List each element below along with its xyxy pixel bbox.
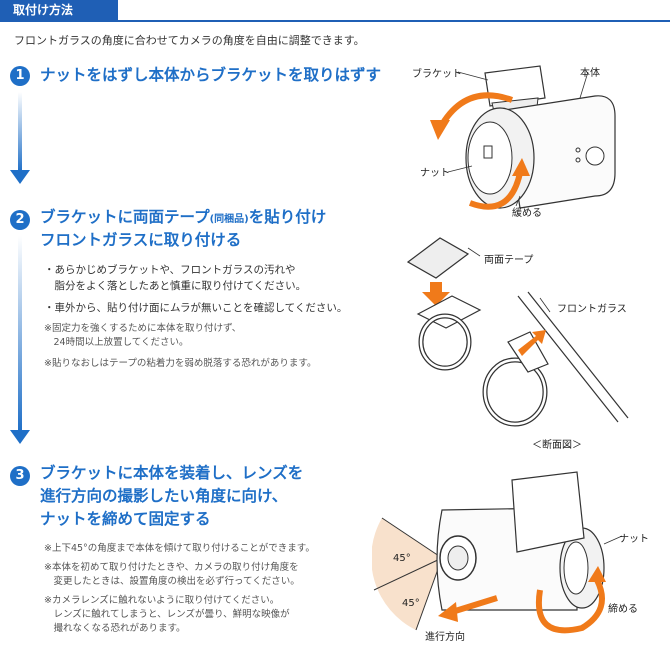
step-2-bullet: 脂分をよく落としたあと慎重に取り付けてください。 [44, 280, 307, 292]
flow-line-2 [18, 236, 22, 432]
label-travel-direction: 進行方向 [425, 632, 465, 643]
step-2-title-line2: フロントガラスに取り付ける [40, 231, 242, 249]
step-2-bullet: ・あらかじめブラケットや、フロントガラスの汚れや [44, 264, 296, 276]
label-bracket: ブラケット [412, 69, 462, 80]
step-2-title-a: ブラケットに両面テープ [40, 208, 210, 226]
intro-text: フロントガラスの角度に合わせてカメラの角度を自由に調整できます。 [14, 34, 365, 47]
label-angle-bottom: 45° [402, 598, 420, 609]
label-windshield: フロントガラス [557, 304, 627, 315]
step-3-title-line2: 進行方向の撮影したい角度に向け、 [40, 487, 288, 505]
flow-arrowhead-icon [10, 170, 30, 184]
label-body: 本体 [580, 68, 600, 79]
figure-3-angle-illustration [372, 471, 623, 634]
step-3-note: レンズに触れてしまうと、レンズが曇り、鮮明な映像が [44, 609, 290, 620]
label-cross-section: ＜断面図＞ [532, 440, 582, 451]
step-3-number: 3 [10, 466, 30, 486]
step-3-title-line1: ブラケットに本体を装着し、レンズを [40, 464, 304, 482]
step-2-bullet: ・車外から、貼り付け面にムラが無いことを確認してください。 [44, 302, 348, 314]
step-2-title-tag: (同梱品) [209, 214, 249, 225]
label-double-sided-tape: 両面テープ [484, 255, 534, 266]
step-3-note: 変更したときは、設置角度の検出を必ず行ってください。 [44, 576, 300, 587]
flow-arrowhead-icon [10, 430, 30, 444]
label-tighten: 締める [608, 604, 638, 615]
step-2-note: ※貼りなおしはテープの粘着力を弱め脱落する恐れがあります。 [44, 358, 317, 369]
section-title: 取付け方法 [0, 0, 118, 21]
header-rule [0, 20, 670, 22]
step-2-note: ※固定力を強くするために本体を取り付けず、 [44, 323, 242, 334]
label-nut: ナット [420, 168, 450, 179]
figure-2-mounting-illustration [406, 237, 629, 427]
step-3-note: ※上下45°の角度まで本体を傾けて取り付けることができます。 [44, 543, 315, 554]
label-loosen: 緩める [512, 208, 542, 219]
step-3-note: 撮れなくなる恐れがあります。 [44, 623, 186, 634]
step-1-title: ナットをはずし本体からブラケットを取りはずす [40, 66, 382, 84]
step-3-note: ※カメラレンズに触れないように取り付けてください。 [44, 595, 280, 606]
figure-1-camera-illustration [430, 65, 616, 210]
step-2-title-line1: ブラケットに両面テープ(同梱品)を貼り付け [40, 206, 326, 231]
step-3-title-line3: ナットを締めて固定する [40, 510, 211, 528]
label-angle-top: 45° [393, 553, 411, 564]
flow-line-1 [18, 92, 22, 172]
step-2-title-b: を貼り付け [248, 208, 327, 226]
step-3-note: ※本体を初めて取り付けたときや、カメラの取り付け角度を [44, 562, 299, 573]
step-2-number: 2 [10, 210, 30, 230]
label-nut-3: ナット [619, 534, 649, 545]
step-1-number: 1 [10, 66, 30, 86]
step-2-note: 24時間以上放置してください。 [44, 337, 189, 348]
